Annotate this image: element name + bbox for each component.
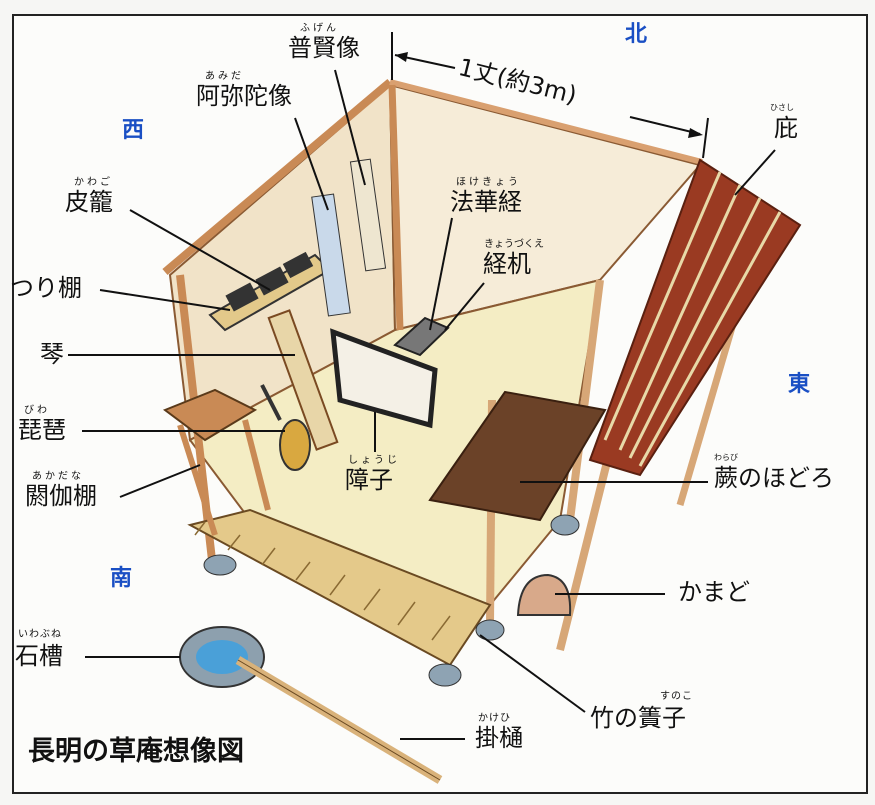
label-biwa: 琵琶 [18,416,66,444]
label-warabi-hodoro: 蕨のほどろ [714,464,834,492]
label-kyozukue: 経机 [483,250,531,278]
label-hisashi: 庇 [774,114,798,142]
furigana: あみだ [205,71,244,82]
furigana: かけひ [478,713,511,724]
label-tsuridana: つり棚 [10,274,82,302]
label-shoji: 障子 [345,466,393,494]
direction-north: 北 [625,22,648,47]
koto [267,309,339,451]
label-kawago: 皮籠 [65,188,113,216]
furigana: ふげん [300,23,339,34]
label-hokekyo: 法華経 [450,188,522,216]
direction-east: 東 [788,372,811,397]
label-akadana: 閼伽棚 [25,482,97,510]
label-koto: 琴 [40,340,64,368]
label-sunoko: 竹の簀子 [590,704,686,732]
eave-roof [588,158,802,477]
direction-west: 西 [122,118,145,143]
furigana: わらび [714,453,738,462]
furigana: ひさし [770,103,794,112]
furigana: きょうづくえ [484,239,544,250]
label-kakehi: 掛樋 [475,724,523,752]
label-kamado: かまど [678,578,750,606]
furigana: かわご [74,177,113,188]
furigana: すのこ [660,691,693,702]
fugen-scroll [349,158,387,272]
furigana: ほけきょう [456,177,521,188]
bamboo-deck [187,508,492,667]
furigana: びわ [24,405,50,416]
bracken-mat [428,390,607,522]
label-fugen: 普賢像 [288,34,360,62]
biwa [279,419,311,471]
sutra-desk [393,316,450,357]
label-amida: 阿弥陀像 [196,82,292,110]
diagram-title: 長明の草庵想像図 [28,736,244,767]
furigana: しょうじ [348,455,400,466]
furigana: あかだな [32,471,84,482]
furigana: いわぶね [18,629,62,640]
label-iwabune: 石槽 [15,642,63,670]
kamado [516,573,572,616]
shoji-screen [330,328,438,429]
direction-south: 南 [110,566,133,591]
